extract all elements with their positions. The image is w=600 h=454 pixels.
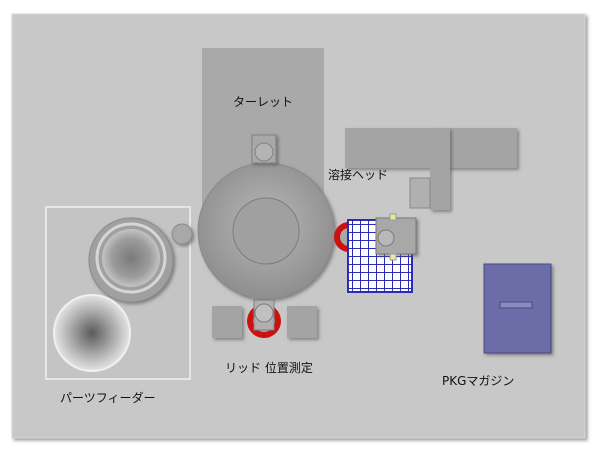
feeder-hole	[53, 294, 131, 372]
feeder-transfer-knob	[171, 223, 193, 245]
pkg-magazine-handle	[499, 301, 533, 309]
lid-block-right	[287, 306, 317, 338]
label-turret: ターレット	[233, 95, 294, 109]
turret-top-nozzle-cap	[254, 142, 274, 162]
label-lid-position: リッド 位置測定	[225, 361, 313, 375]
welding-head-slider	[409, 177, 431, 209]
welding-head-highlight-bottom	[389, 253, 397, 261]
lid-block-left	[212, 306, 242, 338]
label-parts-feeder: パーツフィーダー	[60, 391, 156, 405]
label-welding-head: 溶接ヘッド	[328, 168, 389, 182]
feeder-bowl-rim	[95, 222, 167, 294]
turret-hub	[232, 197, 300, 265]
feeder-bowl-inner	[102, 229, 160, 287]
welding-head-tip	[377, 229, 395, 247]
welding-head-highlight-top	[389, 213, 397, 221]
welding-head-arm-vertical	[430, 128, 450, 210]
lid-probe-cap	[254, 303, 274, 323]
label-pkg-magazine: PKGマガジン	[442, 374, 515, 388]
